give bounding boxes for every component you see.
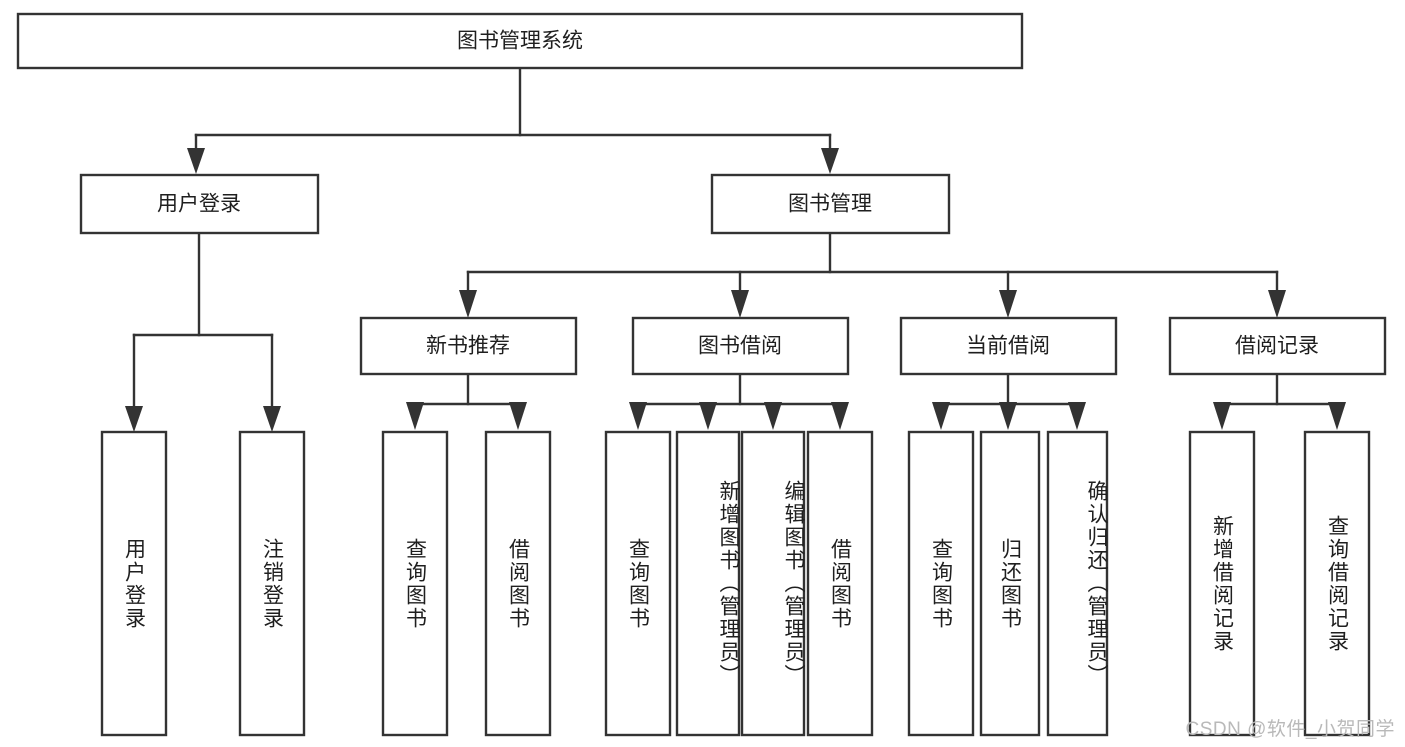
node-leaf-query-borrow-record[interactable] bbox=[1303, 430, 1371, 737]
node-leaf-user-login[interactable] bbox=[100, 430, 168, 737]
arrow-head-leaf-bookborrow-1 bbox=[629, 402, 647, 430]
arrow-head-user-login bbox=[187, 148, 205, 174]
arrow-head-current-borrow bbox=[999, 290, 1017, 318]
node-leaf-add-book-admin[interactable] bbox=[675, 430, 741, 737]
arrow-head-borrow-record bbox=[1268, 290, 1286, 318]
node-layer bbox=[16, 12, 1387, 737]
label-user-login: 用户登录 bbox=[157, 193, 241, 216]
arrow-head-leaf-borrowrecord-1 bbox=[1213, 402, 1231, 430]
node-leaf-query-book-3[interactable] bbox=[907, 430, 975, 737]
arrow-head-leaf-bookborrow-3 bbox=[764, 402, 782, 430]
label-current-borrow: 当前借阅 bbox=[966, 335, 1050, 358]
node-new-book-recommend[interactable] bbox=[359, 316, 578, 376]
arrow-head-leaf-newbook-2 bbox=[509, 402, 527, 430]
arrow-head-leaf-borrowrecord-2 bbox=[1328, 402, 1346, 430]
arrow-head-leaf-user-login-2 bbox=[263, 406, 281, 432]
arrow-head-leaf-user-login-1 bbox=[125, 406, 143, 432]
arrow-head-leaf-bookborrow-2 bbox=[699, 402, 717, 430]
node-root[interactable] bbox=[16, 12, 1024, 70]
node-leaf-edit-book-admin[interactable] bbox=[740, 430, 806, 737]
node-leaf-logout[interactable] bbox=[238, 430, 306, 737]
label-new-book-recommend: 新书推荐 bbox=[426, 335, 510, 358]
node-leaf-query-book-1[interactable] bbox=[381, 430, 449, 737]
arrow-head-leaf-currentborrow-3 bbox=[1068, 402, 1086, 430]
label-layer: 图书管理系统 用户登录 图书管理 新书推荐 图书借阅 当前借阅 借阅记录 bbox=[157, 30, 1319, 358]
arrow-head-new-book-recommend bbox=[459, 290, 477, 318]
node-leaf-query-book-2[interactable] bbox=[604, 430, 672, 737]
node-leaf-borrow-book-2[interactable] bbox=[806, 430, 874, 737]
arrow-head-leaf-bookborrow-4 bbox=[831, 402, 849, 430]
node-leaf-return-book[interactable] bbox=[979, 430, 1041, 737]
watermark-text: CSDN @软件_小贺同学 bbox=[1185, 719, 1395, 740]
arrow-head-book-borrow bbox=[731, 290, 749, 318]
node-leaf-borrow-book-1[interactable] bbox=[484, 430, 552, 737]
label-borrow-record: 借阅记录 bbox=[1235, 335, 1319, 358]
node-borrow-record[interactable] bbox=[1168, 316, 1387, 376]
label-book-borrow: 图书借阅 bbox=[698, 335, 782, 358]
node-book-management[interactable] bbox=[710, 173, 951, 235]
connector-layer bbox=[125, 66, 1346, 432]
label-book-management: 图书管理 bbox=[788, 193, 872, 216]
arrow-head-leaf-currentborrow-2 bbox=[999, 402, 1017, 430]
node-user-login[interactable] bbox=[79, 173, 320, 235]
node-current-borrow[interactable] bbox=[899, 316, 1118, 376]
arrow-head-leaf-newbook-1 bbox=[406, 402, 424, 430]
arrow-head-leaf-currentborrow-1 bbox=[932, 402, 950, 430]
arrow-head-book-mgmt bbox=[821, 148, 839, 174]
label-root: 图书管理系统 bbox=[457, 30, 583, 53]
node-leaf-confirm-return-admin[interactable] bbox=[1046, 430, 1109, 737]
node-leaf-add-borrow-record[interactable] bbox=[1188, 430, 1256, 737]
node-book-borrow[interactable] bbox=[631, 316, 850, 376]
